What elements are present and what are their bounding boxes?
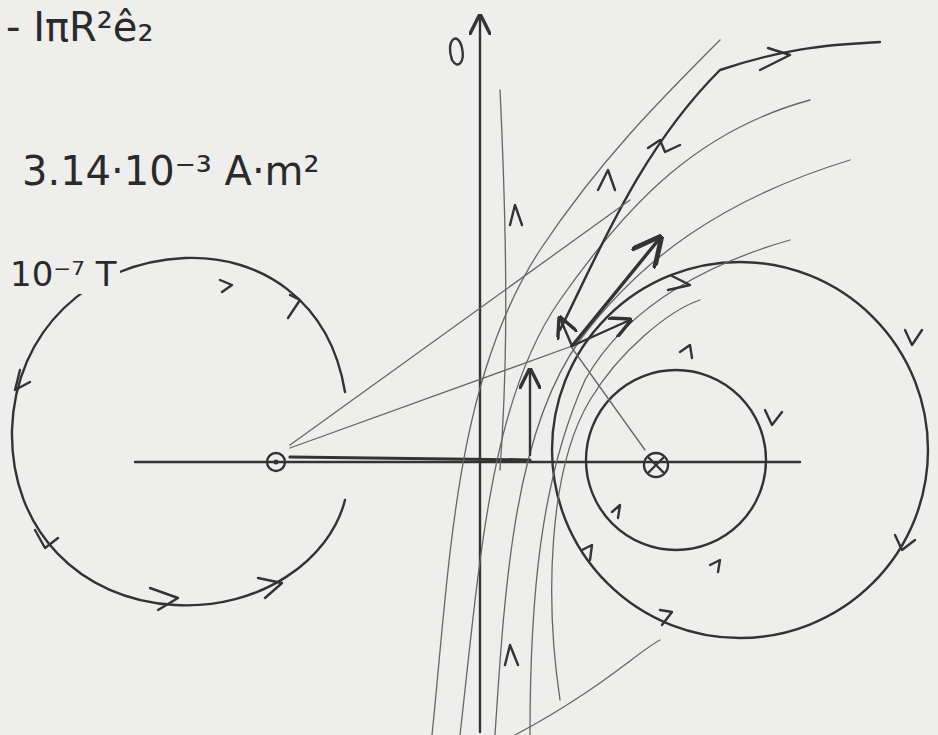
separation-line bbox=[290, 457, 530, 460]
arrowhead bbox=[35, 530, 58, 548]
formula-label: - IπR²ê₂ bbox=[2, 4, 158, 50]
construction-line bbox=[572, 348, 645, 450]
field-circle-inner bbox=[586, 370, 766, 550]
arrowhead bbox=[150, 588, 178, 610]
construction-line bbox=[290, 345, 575, 448]
arrowhead bbox=[895, 535, 915, 550]
arrowhead bbox=[598, 170, 615, 190]
field-line bbox=[495, 160, 850, 735]
arrowhead bbox=[660, 610, 672, 625]
field-line bbox=[500, 90, 506, 470]
current-cross bbox=[648, 457, 664, 473]
field-line bbox=[515, 640, 660, 735]
arrowhead bbox=[612, 505, 620, 518]
current-in-symbol bbox=[644, 453, 668, 477]
arrowhead bbox=[710, 560, 720, 572]
arrowhead bbox=[582, 545, 592, 560]
formula-label: 10⁻⁷ T bbox=[6, 255, 120, 294]
arrowhead bbox=[760, 48, 790, 70]
field-vector bbox=[572, 238, 660, 346]
arrowhead bbox=[220, 280, 232, 292]
arrowhead bbox=[288, 295, 300, 318]
arrowhead bbox=[668, 276, 690, 290]
current-dot bbox=[274, 460, 279, 465]
field-line bbox=[552, 300, 700, 700]
current-out-symbol bbox=[267, 453, 285, 471]
field-vector bbox=[529, 370, 531, 455]
field-vector bbox=[560, 318, 572, 346]
arrowhead bbox=[680, 345, 692, 358]
arrowhead bbox=[765, 410, 782, 425]
field-circle-left bbox=[12, 258, 345, 605]
field-vector bbox=[572, 320, 630, 346]
wire-axis-line bbox=[135, 461, 800, 463]
arrowhead bbox=[510, 205, 522, 225]
formula-label: 3.14·10⁻³ A·m² bbox=[18, 148, 324, 194]
vector-scribble bbox=[648, 140, 680, 152]
arrowhead bbox=[258, 578, 282, 598]
field-line bbox=[432, 40, 720, 735]
field-circle-outer bbox=[552, 262, 928, 638]
arrowhead bbox=[905, 330, 922, 345]
axis-scribble bbox=[450, 39, 463, 65]
field-line bbox=[560, 42, 880, 330]
arrowhead bbox=[505, 645, 518, 665]
vertical-axis bbox=[479, 16, 481, 732]
arrowhead bbox=[15, 370, 30, 390]
construction-line bbox=[290, 200, 630, 445]
